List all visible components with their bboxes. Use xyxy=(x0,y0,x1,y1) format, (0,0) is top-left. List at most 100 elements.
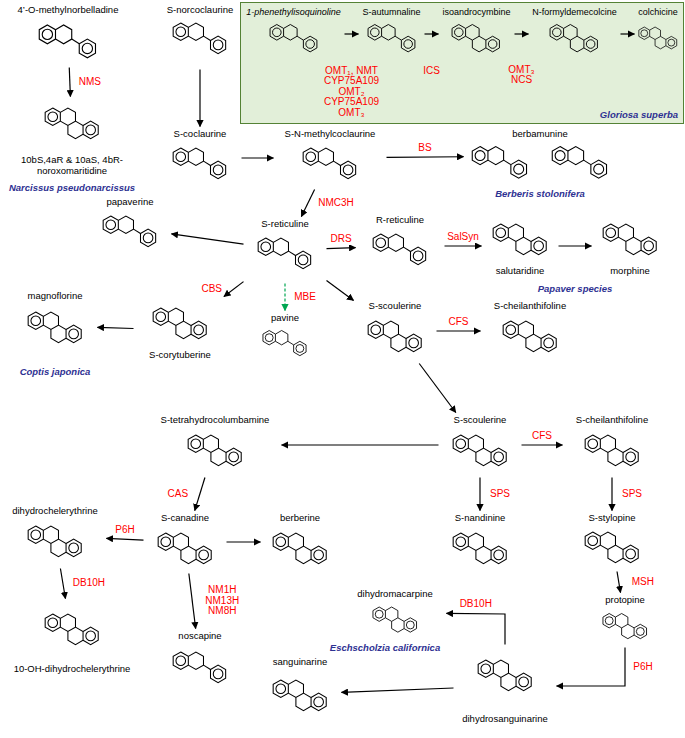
compound-name: S-stylopine xyxy=(587,512,638,525)
reaction-arrow xyxy=(107,538,144,540)
enzyme-label: MBE xyxy=(293,291,317,304)
species-label: Coptis japonica xyxy=(20,366,91,377)
compound-node: 10bS,4aR & 10aS, 4bR-noroxomaritidine xyxy=(2,98,142,178)
enzyme-label: NM1H NM13H NM8H xyxy=(197,584,247,618)
reaction-arrow xyxy=(172,234,244,244)
compound-node: N-formyldemecolcine xyxy=(530,6,619,62)
structure-sketch xyxy=(503,321,556,352)
structure-sketch xyxy=(552,147,606,179)
structure-sketch xyxy=(263,331,306,356)
compound-node: pavine xyxy=(243,312,327,364)
compound-node: isoandrocymbine xyxy=(440,6,513,62)
compound-node: S-tetrahydrocolumbamine xyxy=(150,414,280,476)
enzyme-label: P6H xyxy=(114,524,135,537)
structure-sketch xyxy=(45,108,98,139)
structure-sketch xyxy=(373,607,417,632)
species-label: Papaver species xyxy=(538,283,612,294)
compound-node: S-stylopine xyxy=(572,512,652,570)
reaction-arrow xyxy=(617,572,620,593)
compound-name: S-scoulerine xyxy=(452,414,509,427)
reaction-arrow xyxy=(345,33,359,34)
compound-node: S-autumnaline xyxy=(360,6,423,62)
compound-name: noscapine xyxy=(176,630,223,643)
compound-name: 1-phenethylisoquinoline xyxy=(244,6,343,18)
structure-sketch xyxy=(270,25,317,52)
compound-node: S-scoulerine xyxy=(355,300,435,362)
reaction-arrow xyxy=(522,444,563,445)
compound-name: papaverine xyxy=(104,196,155,209)
structure-sketch xyxy=(472,147,526,179)
enzyme-label: MSH xyxy=(631,576,655,589)
structure-sketch xyxy=(478,660,531,691)
reaction-arrow xyxy=(195,478,205,511)
compound-name: N-formyldemecolcine xyxy=(530,6,619,18)
compound-name: S-corytuberine xyxy=(147,349,213,362)
compound-name: S-reticuline xyxy=(259,218,311,231)
compound-node: dihydrosanguinarine xyxy=(455,646,555,726)
structure-sketch xyxy=(173,148,225,179)
compound-node: sanguinarine xyxy=(260,656,340,732)
structure-sketch xyxy=(173,23,225,54)
species-label: Narcissus pseudonarcissus xyxy=(9,182,135,193)
compound-name: isoandrocymbine xyxy=(440,6,512,18)
compound-name: S-canadine xyxy=(159,512,211,525)
compound-name: pavine xyxy=(269,312,301,325)
reaction-arrow xyxy=(387,156,464,158)
panel-fill xyxy=(240,2,684,124)
compound-name: dihydrochelerythrine xyxy=(10,505,100,518)
compound-name: morphine xyxy=(608,265,652,278)
compound-name: S-tetrahydrocolumbamine xyxy=(159,414,272,427)
reaction-arrow xyxy=(557,648,626,687)
structure-sketch xyxy=(453,435,506,466)
compound-name: berberine xyxy=(278,512,322,525)
species-label: Berberis stolonifera xyxy=(495,188,585,199)
enzyme-label: CFS xyxy=(531,430,553,443)
structure-sketch xyxy=(153,308,206,339)
reaction-arrow xyxy=(621,33,635,34)
species-label: Eschscholzia californica xyxy=(330,642,440,653)
structure-sketch xyxy=(550,25,597,52)
compound-node: S-norcoclaurine xyxy=(162,4,239,68)
structure-sketch xyxy=(493,224,546,255)
compound-node: dihydromacarpine xyxy=(345,588,445,638)
compound-name: 10bS,4aR & 10aS, 4bR-noroxomaritidine xyxy=(2,154,142,178)
reaction-arrow xyxy=(224,282,244,297)
structure-sketch xyxy=(603,614,647,639)
compound-name: berbamunine xyxy=(510,128,569,141)
reaction-arrow xyxy=(447,613,506,644)
reaction-arrow xyxy=(327,281,354,301)
compound-node: S-canadine xyxy=(145,512,225,572)
compound-node: S-cheilanthifoline xyxy=(564,414,660,476)
enzyme-label: SPS xyxy=(621,488,643,501)
reaction-arrow xyxy=(611,478,612,511)
structure-sketch xyxy=(273,533,326,564)
compound-node: S-corytuberine xyxy=(135,298,225,362)
compound-name: dihydromacarpine xyxy=(355,588,435,601)
compound-name: 10-OH-dihydrochelerythrine xyxy=(12,663,133,676)
reaction-arrow xyxy=(242,157,274,158)
compound-node: R-reticuline xyxy=(357,214,443,278)
enzyme-label: CBS xyxy=(200,283,223,296)
structure-sketch xyxy=(452,25,499,52)
reaction-arrow xyxy=(98,327,134,328)
structure-sketch xyxy=(368,321,421,352)
compound-name: protopine xyxy=(603,594,647,607)
compound-node: noscapine xyxy=(160,630,240,698)
compound-name: S-coclaurine xyxy=(172,128,229,141)
enzyme-label: DB10H xyxy=(72,577,106,590)
reaction-arrow xyxy=(60,569,65,599)
structure-sketch xyxy=(188,435,241,466)
structure-sketch xyxy=(173,652,225,683)
enzyme-label: CFS xyxy=(448,316,470,329)
reaction-arrow xyxy=(342,688,454,692)
structure-sketch xyxy=(28,526,81,557)
compound-node: papaverine xyxy=(90,196,170,260)
enzyme-label: CAS xyxy=(167,488,190,501)
structure-sketch xyxy=(585,435,638,466)
reaction-arrow xyxy=(515,33,529,34)
compound-node: berbamunine xyxy=(465,128,615,184)
compound-node: colchicine xyxy=(636,6,680,62)
compound-name: colchicine xyxy=(636,6,680,18)
reaction-arrow xyxy=(189,574,196,629)
